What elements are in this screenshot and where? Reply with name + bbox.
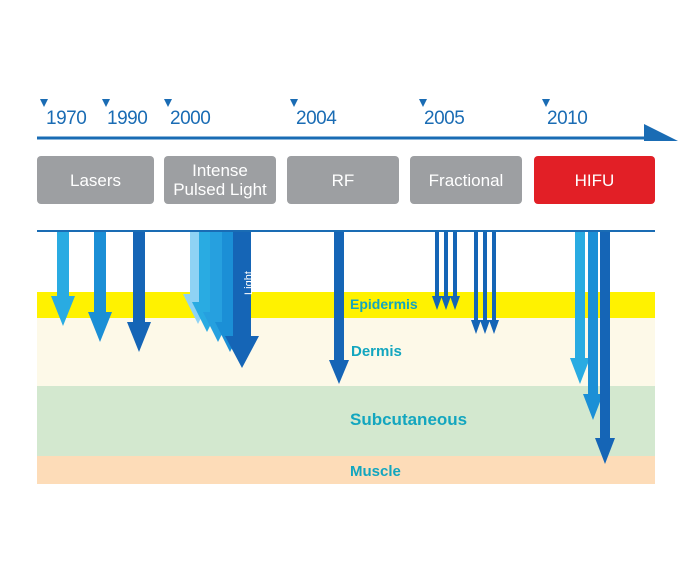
penetration-arrows [51,232,615,464]
year-label-2005: 2005 [424,108,465,129]
fractional-arrow-icon [432,232,442,310]
tech-box-label: Intense Pulsed Light [173,161,267,199]
year-label-1990: 1990 [107,108,148,129]
fractional-arrow-icon [480,232,490,334]
year-marker-icon [542,99,550,107]
tech-box-label: Lasers [69,170,122,190]
layer-label-dermis: Dermis [351,343,402,360]
fractional-arrow-icon [441,232,451,310]
layer-label-epidermis: Epidermis [350,296,418,312]
year-label-2010: 2010 [547,108,588,129]
tech-box-label: Fractional [428,170,504,190]
year-label-1970: 1970 [46,108,87,129]
rf-arrow-icon [329,232,349,384]
laser-arrow-icon [88,232,112,342]
year-marker-icon [290,99,298,107]
year-label-2004: 2004 [296,108,337,129]
year-marker-icon [102,99,110,107]
tech-box-rf: RF [287,156,399,204]
year-marker-icon [164,99,172,107]
ipl-arrow-icon [225,232,259,368]
fractional-arrow-icon [450,232,460,310]
tech-box-label: HIFU [574,170,615,190]
hifu-arrow-icon [595,232,615,464]
laser-arrow-icon [51,232,75,326]
hifu-arrow-icon [583,232,603,420]
year-marker-icon [40,99,48,107]
muscle-layer [37,456,655,484]
laser-arrow-icon [127,232,151,352]
fractional-arrow-icon [489,232,499,334]
layer-label-subcutaneous: Subcutaneous [350,410,468,429]
fractional-arrow-icon [471,232,481,334]
epidermis-layer [37,292,655,318]
year-marker-icon [419,99,427,107]
tech-box-label: RF [331,170,355,190]
subcutaneous-layer [37,386,655,456]
timeline-arrowhead-icon [644,124,678,141]
tech-box-ipl: Intense Pulsed Light [164,156,276,204]
hifu-arrow-icon [570,232,590,384]
tech-box-fractional: Fractional [410,156,522,204]
tech-box-lasers: Lasers [37,156,154,204]
tech-box-hifu: HIFU [534,156,655,204]
ipl-light-label: Light [243,271,255,295]
year-label-2000: 2000 [170,108,211,129]
layer-label-muscle: Muscle [350,463,401,480]
